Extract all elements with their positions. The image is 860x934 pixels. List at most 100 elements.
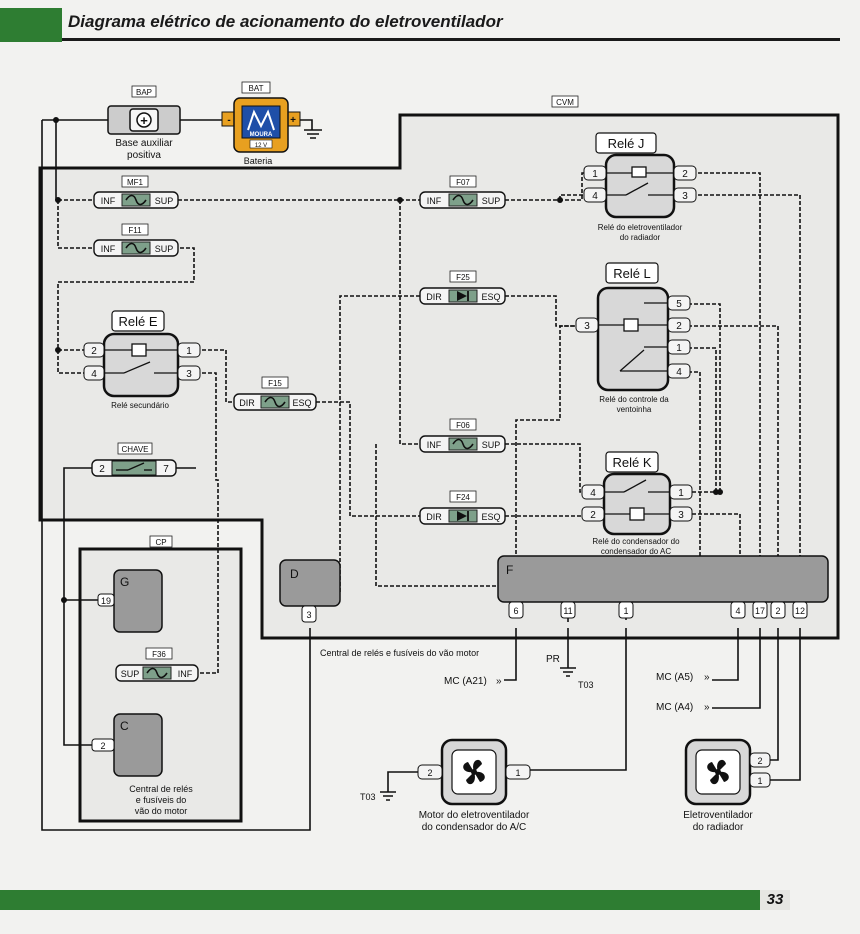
junction-dots — [53, 117, 723, 603]
page-number: 33 — [760, 890, 790, 910]
fuse-f15: F15 DIR ESQ — [233, 376, 317, 411]
fuse-tag: F24 — [456, 493, 470, 502]
relay-caption-2: condensador do AC — [601, 547, 671, 556]
battery-minus-terminal: - — [227, 115, 230, 126]
relay-pin: 2 — [676, 321, 682, 332]
plus-icon: + — [140, 113, 148, 128]
relay-pin: 1 — [678, 488, 684, 499]
fuse-left-label: SUP — [121, 669, 140, 679]
relay-switch-icon — [604, 479, 670, 521]
connector-pin: 11 — [563, 606, 572, 616]
relay-caption-1: Relé secundário — [111, 401, 169, 410]
relay-pin: 4 — [91, 369, 97, 380]
fuse-left-label: DIR — [239, 398, 255, 408]
fuse-left-label: DIR — [426, 512, 442, 522]
motor-caption-1: Motor do eletroventilador — [419, 810, 530, 821]
motor-pin: 1 — [757, 776, 762, 786]
chave-switch: CHAVE 2 7 — [91, 442, 177, 477]
signal-t03: T03 — [360, 792, 376, 802]
battery-component: BAT - + MOURA 12 V Bateria — [221, 81, 322, 166]
title-rule — [62, 38, 840, 41]
cp-tag-text: CP — [155, 538, 166, 547]
connector-pin: 3 — [306, 610, 311, 620]
connector-g: G 19 — [97, 569, 163, 633]
signal-mc-a5: MC (A5) — [656, 672, 693, 683]
fuse-right-label: SUP — [155, 244, 174, 254]
bap-tag: BAP — [136, 88, 152, 97]
fan-icon — [707, 759, 729, 785]
relay-pin: 3 — [682, 191, 688, 202]
relay-k: Relé K 4 2 1 3 Relé do condensador do co… — [581, 451, 693, 556]
relay-pin: 2 — [91, 346, 97, 357]
relay-switch-icon — [104, 343, 178, 374]
wiring — [57, 172, 801, 674]
chave-tag: CHAVE — [122, 445, 149, 454]
signal-mc-a21: MC (A21) — [444, 676, 487, 687]
fuse-mf1: MF1 INF SUP — [93, 175, 179, 209]
relay-pin: 3 — [678, 510, 684, 521]
relay-pin: 1 — [676, 343, 682, 354]
fuse-tag: MF1 — [127, 178, 144, 187]
fuse-left-label: INF — [101, 196, 116, 206]
fuse-right-label: SUP — [482, 196, 501, 206]
connector-pin: 2 — [775, 606, 780, 616]
fuse-right-label: INF — [178, 669, 193, 679]
relay-title: Relé E — [118, 314, 157, 329]
fuse-tag: F07 — [456, 178, 470, 187]
connector-label: G — [120, 575, 129, 589]
fuse-f36: F36 SUP INF — [115, 647, 199, 682]
page-title: Diagrama elétrico de acionamento do elet… — [68, 12, 503, 31]
fuse-tag: F11 — [128, 226, 142, 235]
fuse-right-label: ESQ — [481, 512, 500, 522]
connector-f-pins: 6 11 1 4 17 2 12 — [508, 601, 808, 619]
relay-e: Relé E 2 4 1 3 Relé secundário — [83, 310, 201, 410]
signal-t03: T03 — [578, 680, 594, 690]
connector-f: F 6 11 1 4 17 2 12 — [497, 555, 829, 619]
connector-pin: 12 — [795, 606, 805, 616]
connector-label: C — [120, 719, 129, 733]
bat-tag: BAT — [249, 84, 264, 93]
relay-switch-icon — [606, 166, 674, 196]
fan-icon — [463, 759, 485, 785]
fuse-tag: F25 — [456, 273, 470, 282]
cp-outline — [78, 547, 243, 823]
motor-caption-2: do condensador do A/C — [422, 822, 527, 833]
relay-pin: 5 — [676, 299, 682, 310]
cvm-tag-text: CVM — [556, 98, 574, 107]
fuse-tag: F15 — [268, 379, 282, 388]
footer-bar — [0, 890, 790, 910]
cvm-tag — [551, 95, 579, 108]
battery-plus-terminal: + — [290, 115, 296, 126]
cp-caption-2: e fusíveis do — [136, 795, 187, 805]
connector-label: F — [506, 563, 513, 577]
cp-tag — [149, 535, 173, 548]
motor-caption-1: Eletroventilador — [683, 810, 753, 821]
relay-caption-2: ventoinha — [617, 405, 652, 414]
connector-c: C 2 — [91, 713, 163, 777]
title-accent-block — [0, 8, 62, 42]
relay-pin: 2 — [590, 510, 596, 521]
connector-pin: 17 — [755, 606, 765, 616]
relay-switch-icon — [598, 302, 668, 372]
relay-pin: 2 — [682, 169, 688, 180]
cp-caption-1: Central de relés — [129, 784, 193, 794]
battery-caption: Bateria — [244, 156, 273, 166]
relay-caption-1: Relé do controle da — [599, 395, 669, 404]
chave-pin: 7 — [163, 464, 169, 475]
bap-component: BAP + Base auxiliar positiva — [107, 85, 181, 161]
fuse-f06: F06 INF SUP — [419, 418, 506, 453]
relay-caption-1: Relé do eletroventilador — [598, 223, 683, 232]
connector-pin: 2 — [100, 741, 105, 751]
ground-icon — [560, 667, 576, 677]
relay-pin: 3 — [186, 369, 192, 380]
connector-label: D — [290, 567, 299, 581]
fuse-right-label: ESQ — [481, 292, 500, 302]
ground-icon — [304, 129, 322, 139]
ground-icon — [380, 791, 396, 801]
relay-pin: 1 — [592, 169, 598, 180]
arrow-icon: » — [704, 672, 710, 683]
relay-title: Relé K — [612, 455, 651, 470]
fuse-right-label: SUP — [482, 440, 501, 450]
